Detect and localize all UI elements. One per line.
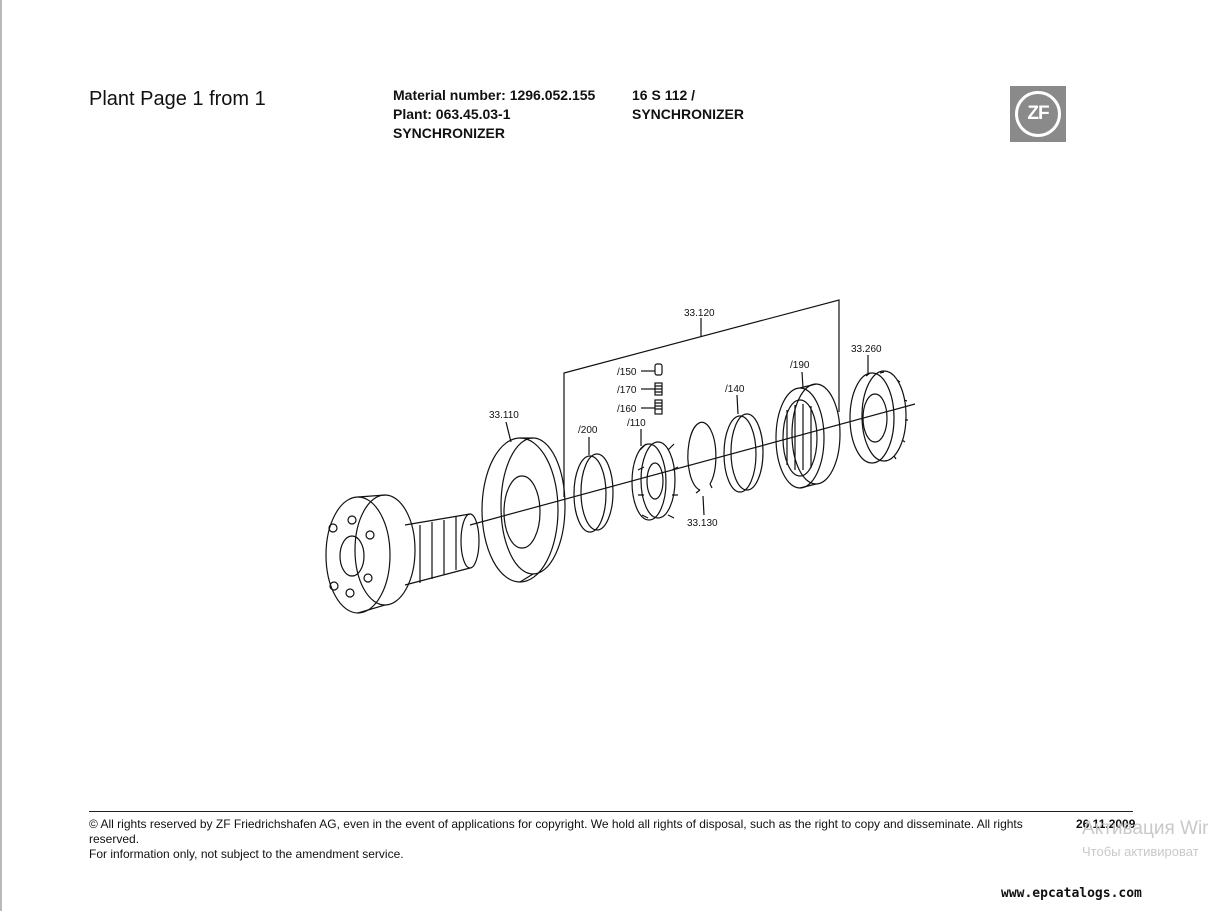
label-170: /170 [617, 385, 637, 396]
label-150: /150 [617, 367, 637, 378]
part-190 [775, 383, 841, 489]
copyright-notice: © All rights reserved by ZF Friedrichsha… [89, 817, 1023, 846]
page-left-border [0, 0, 2, 911]
label-160: /160 [617, 404, 637, 415]
part-33130 [687, 421, 717, 494]
label-33110: 33.110 [489, 410, 519, 421]
windows-activation-overlay: Активация Wir Чтобы активироват [1082, 818, 1209, 859]
leader-33110 [505, 421, 512, 443]
amendment-notice: For information only, not subject to the… [89, 847, 404, 861]
zf-logo: ZF [1010, 86, 1066, 142]
part-140 [723, 413, 764, 493]
zf-logo-text: ZF [1027, 103, 1049, 124]
output-flange [325, 494, 480, 614]
label-140: /140 [725, 384, 745, 395]
model-title: SYNCHRONIZER [632, 106, 745, 122]
label-33260: 33.260 [851, 344, 882, 355]
plant-number: Plant: 063.45.03-1 [393, 106, 511, 122]
leader-140 [736, 394, 739, 415]
part-33110 [481, 437, 566, 583]
page-label: Plant Page 1 from 1 [89, 88, 266, 110]
footer-rule [89, 811, 1133, 812]
detent-parts [654, 363, 663, 415]
material-number: Material number: 1296.052.155 [393, 87, 596, 103]
material-info: Material number: 1296.052.155 Plant: 063… [393, 86, 595, 143]
part-200 [573, 453, 614, 533]
footer-text: © All rights reserved by ZF Friedrichsha… [89, 817, 1069, 862]
site-watermark: www.epcatalogs.com [1001, 886, 1142, 901]
label-33130: 33.130 [687, 518, 718, 529]
part-33260 [849, 370, 908, 464]
label-110: /110 [627, 418, 646, 429]
model-number: 16 S 112 / [632, 87, 696, 103]
activation-title: Активация Wir [1082, 818, 1209, 839]
model-info: 16 S 112 / SYNCHRONIZER [632, 86, 744, 124]
assembly-title: SYNCHRONIZER [393, 125, 506, 141]
part-110 [631, 441, 679, 521]
zf-logo-ring: ZF [1015, 91, 1061, 137]
label-190: /190 [790, 360, 810, 371]
label-200: /200 [578, 425, 598, 436]
footer-date: 26.11.2009 [1076, 817, 1136, 831]
label-33120: 33.120 [684, 308, 715, 319]
activation-subtitle: Чтобы активироват [1082, 844, 1199, 859]
leader-190 [801, 371, 804, 389]
leader-33130 [702, 495, 705, 516]
axis-line [469, 403, 916, 526]
